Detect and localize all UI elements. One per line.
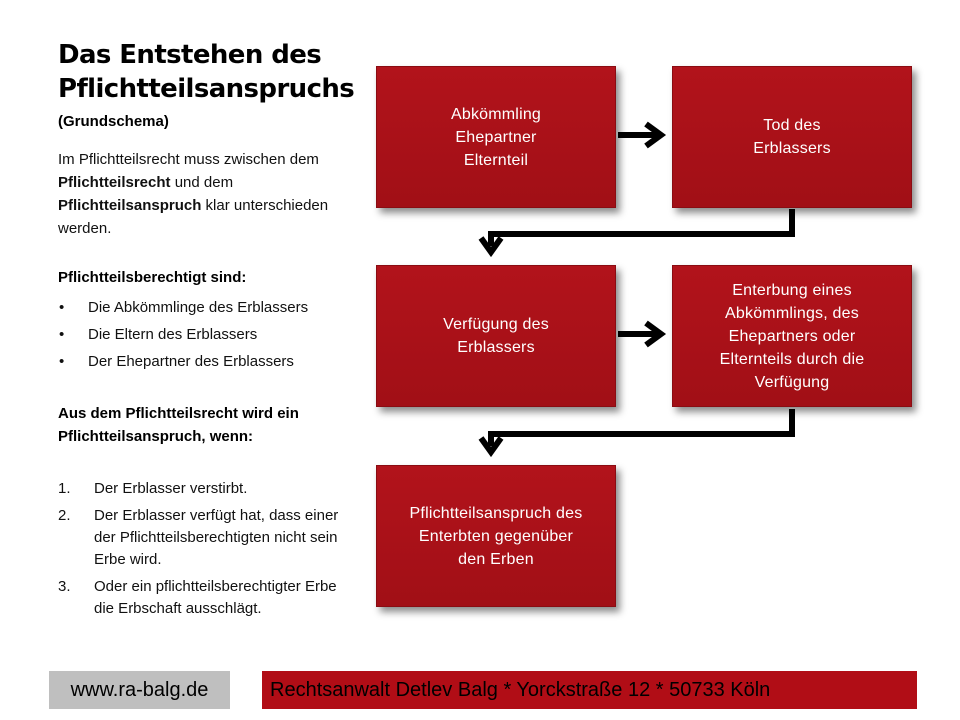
intro-text-3: klar unterschieden werden. [58, 197, 329, 237]
intro-bold-2: Pflichtteilsanspruch [58, 197, 202, 214]
list-item-text: Der Erblasser verfügt hat, dass einer de… [94, 507, 339, 568]
flow-box-claim: Pflichtteilsanspruch des Enterbten gegen… [376, 465, 616, 607]
intro-bold-1: Pflichtteilsrecht [58, 174, 171, 191]
list-item: • Der Ehepartner des Erblassers [58, 348, 358, 375]
list-number: 1. [58, 480, 71, 497]
list-number: 3. [58, 578, 71, 595]
arrow-2-to-3 [488, 209, 795, 246]
list-item-text: Der Ehepartner des Erblassers [88, 353, 294, 370]
flow-box-label: Tod des Erblassers [753, 117, 831, 157]
list-item: 1. Der Erblasser verstirbt. [58, 478, 358, 500]
bullet-marker: • [59, 326, 65, 343]
flow-box-label: Abkömmling Ehepartner Elternteil [450, 105, 542, 169]
arrowhead-1-to-2 [644, 121, 667, 149]
bullet-marker: • [59, 299, 65, 316]
footer-website[interactable]: www.ra-balg.de [49, 671, 230, 709]
arrowhead-2-to-3 [478, 236, 504, 258]
entitled-heading: Pflichtteilsberechtigt sind: [58, 269, 247, 286]
list-item: • Die Eltern des Erblassers [58, 321, 358, 348]
intro-text-2: und dem [170, 174, 234, 191]
arrowhead-3-to-4 [644, 320, 667, 348]
list-number: 2. [58, 507, 71, 524]
list-item: 3. Oder ein pflichtteilsberechtigter Erbe… [58, 576, 358, 620]
entitled-list: • Die Abkömmlinge des Erblassers • Die Elt… [58, 294, 358, 375]
intro-text-1: Im Pflichtteilsrecht muss zwischen dem [58, 151, 319, 168]
title-line-1: Das Entstehen des [58, 40, 322, 70]
list-item-text: Die Abkömmlinge des Erblassers [88, 299, 309, 316]
list-item-text: Oder ein pflichtteilsberechtigter Erbe d… [94, 578, 337, 617]
list-item: 2. Der Erblasser verfügt hat, dass einer … [58, 505, 358, 571]
list-item-text: Der Erblasser verstirbt. [94, 480, 248, 497]
arrow-4-to-5 [488, 409, 795, 446]
flow-box-descendants: Abkömmling Ehepartner Elternteil [376, 66, 616, 208]
bullet-marker: • [59, 353, 65, 370]
flow-box-disinheritance: Enterbung eines Abkömmlings, des Ehepart… [672, 265, 912, 407]
conditions-heading: Aus dem Pflichtteilsrecht wird ein Pflic… [58, 405, 299, 445]
conditions-list: 1. Der Erblasser verstirbt. 2. Der Erblass… [58, 478, 358, 625]
flow-box-death: Tod des Erblassers [672, 66, 912, 208]
list-item: • Die Abkömmlinge des Erblassers [58, 294, 358, 321]
footer-address: Rechtsanwalt Detlev Balg * Yorckstraße 1… [262, 671, 917, 709]
flow-box-label: Pflichtteilsanspruch des Enterbten gegen… [409, 504, 583, 568]
flow-box-label: Enterbung eines Abkömmlings, des Ehepart… [719, 281, 865, 391]
intro-paragraph: Im Pflichtteilsrecht muss zwischen dem P… [58, 148, 333, 240]
arrowhead-4-to-5 [478, 436, 504, 458]
title-line-2: Pflichtteilsanspruchs [58, 74, 355, 104]
list-item-text: Die Eltern des Erblassers [88, 326, 258, 343]
flow-box-disposition: Verfügung des Erblassers [376, 265, 616, 407]
flow-box-label: Verfügung des Erblassers [443, 316, 549, 356]
page-title: Das Entstehen des Pflichtteilsanspruchs [58, 38, 358, 106]
page-subtitle: (Grundschema) [58, 113, 169, 130]
